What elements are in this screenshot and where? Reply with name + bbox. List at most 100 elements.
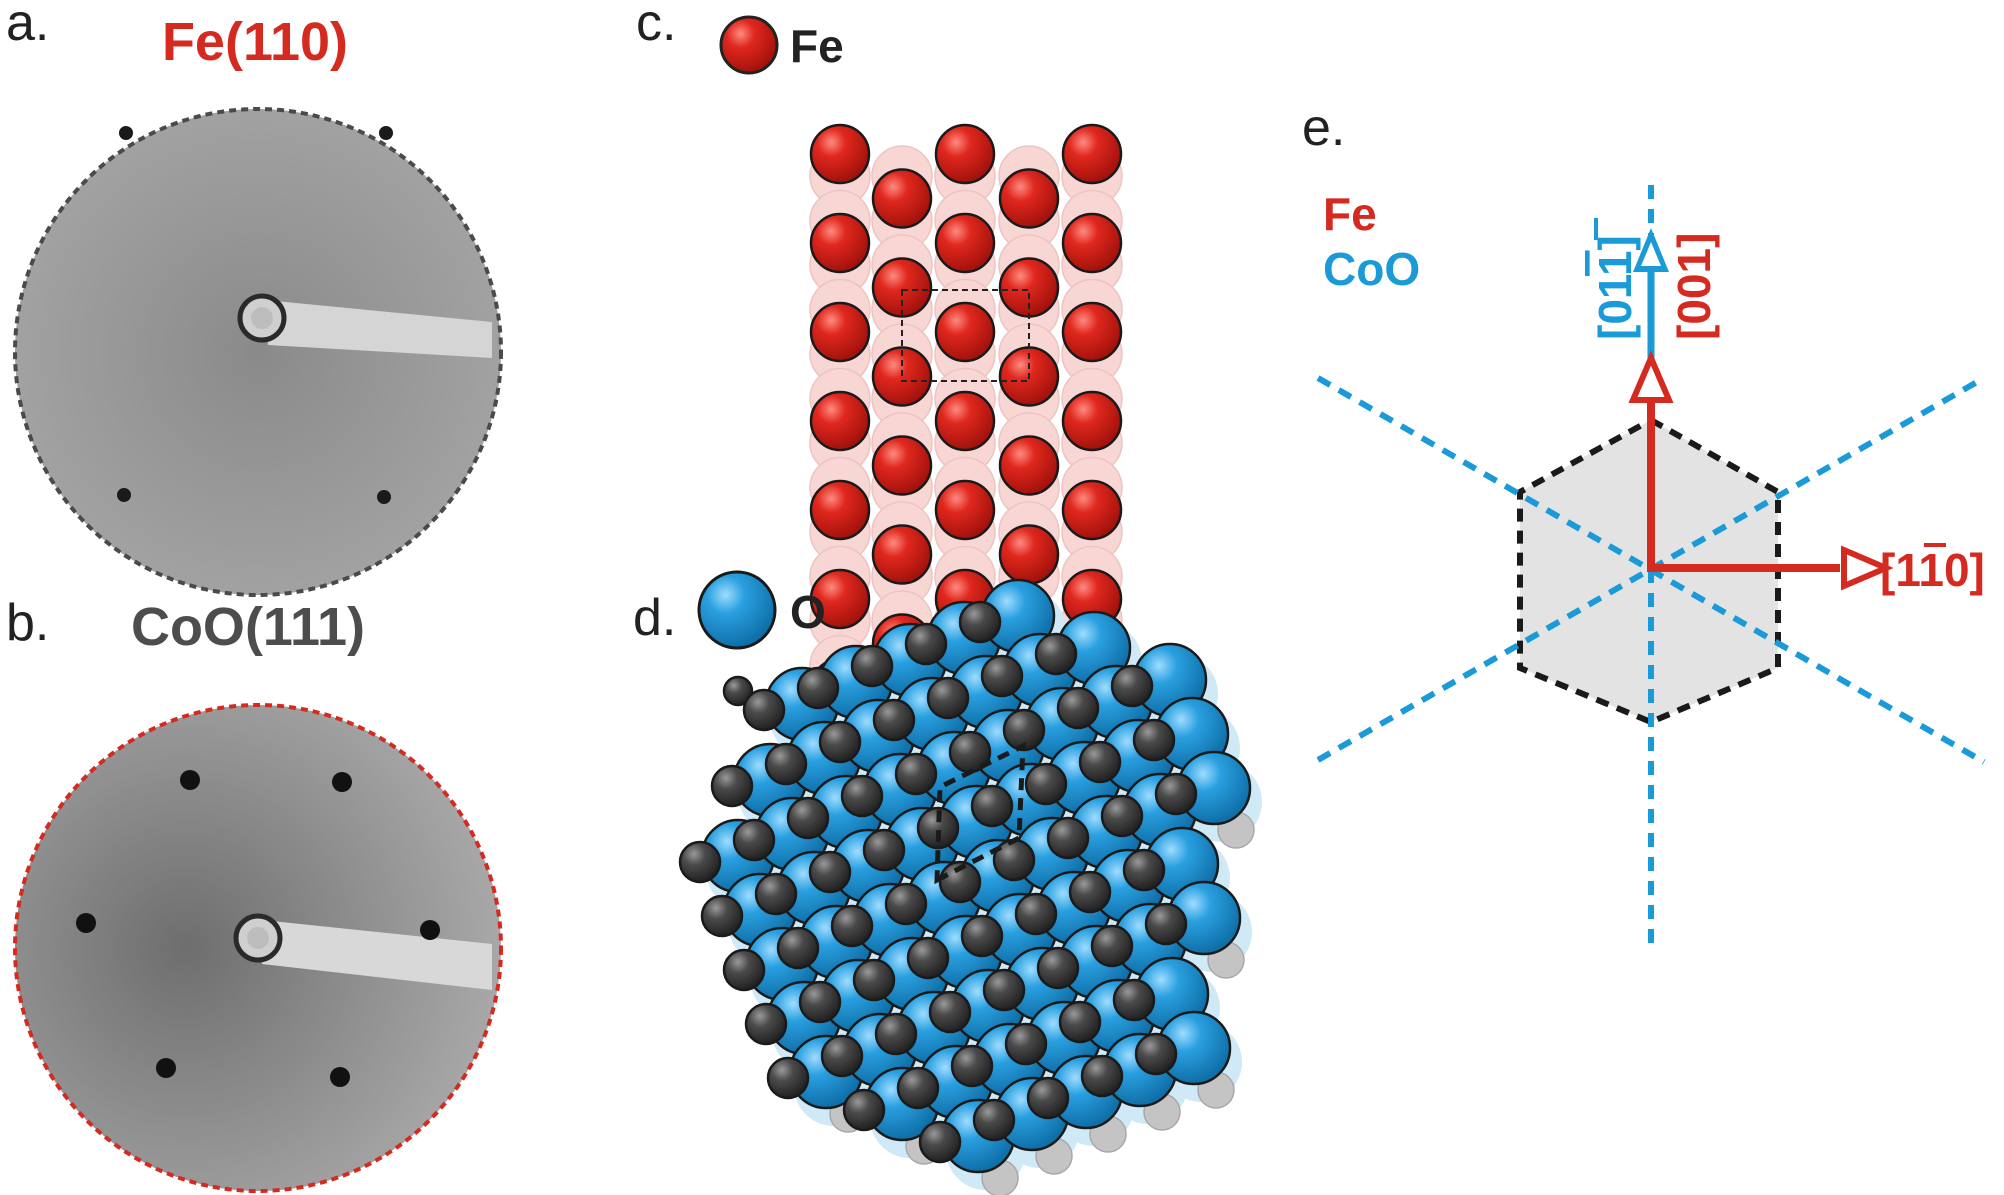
- fe-atom: [871, 257, 933, 318]
- co-atom: [808, 850, 852, 894]
- legend-coo: CoO: [1323, 243, 1420, 295]
- fe-arrow-head-horizontal: [1841, 545, 1894, 591]
- co-atom: [862, 828, 906, 872]
- fe-atom: [1061, 123, 1123, 185]
- co-atom: [1090, 924, 1134, 968]
- diffraction-spot: [332, 772, 352, 792]
- co-atom: [896, 1066, 940, 1110]
- co-atom: [1110, 664, 1154, 708]
- co-atom: [980, 654, 1024, 698]
- o-legend-atom: [697, 570, 777, 650]
- fe-atom: [871, 435, 933, 496]
- fe-arrow-head-vertical: [1628, 350, 1674, 403]
- fe-atom: [809, 479, 871, 541]
- co-atom: [1144, 902, 1188, 946]
- co-atom: [1132, 718, 1176, 762]
- panel-c-letter: c.: [636, 0, 676, 52]
- co-atom: [982, 968, 1026, 1012]
- co-atom: [916, 806, 960, 850]
- fe-vertical-direction-label: [001]: [1668, 233, 1720, 340]
- panel-a-letter: a.: [6, 0, 49, 52]
- panel-d: d. O Co: [633, 570, 1262, 1195]
- co-atom: [850, 644, 894, 688]
- fe-atom: [809, 212, 871, 274]
- diffraction-spot: [180, 770, 200, 790]
- co-atom: [852, 958, 896, 1002]
- co-atom: [874, 1012, 918, 1056]
- fe-atom: [809, 568, 871, 630]
- co-atom: [884, 882, 928, 926]
- co-atom: [1068, 870, 1112, 914]
- fe-atom: [998, 435, 1060, 496]
- leed-pattern-coo111: [13, 703, 503, 1193]
- co-atom: [1026, 1076, 1070, 1120]
- co-atom: [906, 936, 950, 980]
- coo-direction-arrow: [1633, 228, 1669, 360]
- co-atom: [960, 914, 1004, 958]
- coo-unit-cell: [934, 741, 1026, 885]
- fe-direction-arrows: [1628, 350, 1894, 591]
- co-atom: [872, 698, 916, 742]
- fe-atom: [1061, 301, 1123, 363]
- panel-d-letter: d.: [633, 589, 676, 647]
- coo111-lattice: [678, 578, 1262, 1195]
- panel-b-letter: b.: [6, 594, 49, 652]
- co-atom: [1024, 762, 1068, 806]
- co-atom: [1154, 772, 1198, 816]
- screen-outline-dashed: [13, 107, 503, 597]
- co-atom: [722, 948, 766, 992]
- co-atom: [842, 1088, 886, 1132]
- co-atom: [1112, 978, 1156, 1022]
- co-atom: [970, 784, 1014, 828]
- coo-direction-label: [011]: [1589, 235, 1641, 340]
- panel-b-title: CoO(111): [131, 597, 365, 657]
- co-atom: [1046, 816, 1090, 860]
- co-atom: [732, 818, 776, 862]
- diffraction-spot: [420, 920, 440, 940]
- co-atom: [840, 774, 884, 818]
- coo-line-diagonal-2: [1316, 375, 1986, 763]
- co-atom: [1004, 1022, 1048, 1066]
- co-atom: [710, 764, 754, 808]
- co-atom: [796, 666, 840, 710]
- fe-atom: [871, 168, 933, 229]
- fe-unit-cell: [901, 289, 1030, 382]
- co-atom: [918, 1120, 962, 1164]
- fe-atom: [934, 123, 996, 185]
- panel-a-title: Fe(110): [162, 12, 348, 72]
- diffraction-spot: [377, 490, 391, 504]
- co-atom: [894, 752, 938, 796]
- panel-a: a. Fe(110): [6, 0, 503, 597]
- co-atom: [830, 904, 874, 948]
- diffraction-spot: [117, 488, 131, 502]
- fe-atom: [809, 123, 871, 185]
- co-atom: [926, 676, 970, 720]
- co-atom: [1056, 686, 1100, 730]
- legend-fe: Fe: [1323, 188, 1377, 240]
- fe-legend-atom: [719, 15, 779, 75]
- co-atom: [764, 742, 808, 786]
- fe-atom: [871, 346, 933, 407]
- leed-pattern-fe110: [13, 107, 503, 597]
- panel-b: b. CoO(111): [6, 594, 503, 1193]
- fe-atom: [809, 390, 871, 452]
- co-atom: [972, 1098, 1016, 1142]
- co-atom: [818, 720, 862, 764]
- sample-holder-arm: [265, 300, 492, 358]
- fe-atom: [934, 390, 996, 452]
- fe-atom: [1061, 479, 1123, 541]
- fe-atom: [1061, 390, 1123, 452]
- co-atom: [958, 600, 1002, 644]
- diffraction-spot: [156, 1058, 176, 1078]
- co-atom: [700, 894, 744, 938]
- fe-atom: [934, 212, 996, 274]
- screen-outline-dashed: [13, 703, 503, 1193]
- co-atom: [1134, 1032, 1178, 1076]
- co-atom: [678, 840, 722, 884]
- co-atom: [744, 1002, 788, 1046]
- diffraction-spot: [379, 126, 393, 140]
- co-atom: [754, 872, 798, 916]
- fe-atom: [1061, 212, 1123, 274]
- fe-legend-label: Fe: [790, 20, 844, 72]
